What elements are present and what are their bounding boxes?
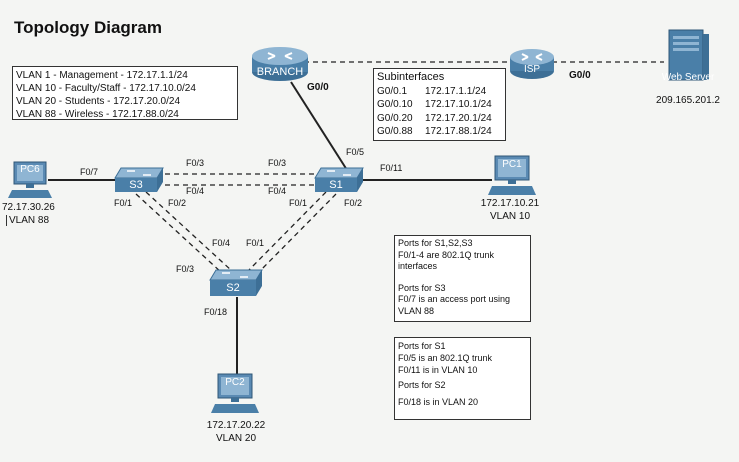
link-s3-s2-b xyxy=(145,191,233,272)
pc6-vlan: VLAN 88 xyxy=(6,215,49,226)
diagram-title: Topology Diagram xyxy=(14,18,162,37)
note-line: Ports for S1,S2,S3 xyxy=(398,238,473,248)
port-s2-f018: F0/18 xyxy=(204,307,228,317)
pc2-icon[interactable] xyxy=(210,372,260,418)
pc6-label: PC6 xyxy=(20,164,40,175)
switch-s3-icon[interactable] xyxy=(113,166,165,196)
link-s1-s2-b xyxy=(255,193,337,276)
note-line: F0/18 is in VLAN 20 xyxy=(398,397,479,407)
note-line: Ports for S3 xyxy=(398,282,446,293)
note-line: Ports for S2 xyxy=(398,380,446,390)
router-branch-icon[interactable] xyxy=(248,42,312,84)
vlan-row: VLAN 20 - Students - 172.17.20.0/24 xyxy=(16,96,180,107)
subinterface-row: G0/0.20 172.17.20.1/24 xyxy=(377,112,502,126)
link-s3-s2-a xyxy=(135,193,223,274)
subinterfaces-box: Subinterfaces G0/0.1 172.17.1.1/24 G0/0.… xyxy=(373,68,506,141)
port-s2-f01: F0/1 xyxy=(246,238,265,248)
s2-label: S2 xyxy=(226,282,240,294)
port-s1-f04: F0/4 xyxy=(268,186,287,196)
pc1-icon[interactable] xyxy=(487,154,537,200)
switch-s2-icon[interactable] xyxy=(208,268,264,300)
port-s3-f02: F0/2 xyxy=(168,198,187,208)
subinterface-ip: 172.17.20.1/24 xyxy=(425,112,492,124)
port-s3-f04: F0/4 xyxy=(186,186,205,196)
branch-label: BRANCH xyxy=(256,66,304,78)
port-branch-g00: G0/0 xyxy=(307,82,329,93)
port-s1-f02: F0/2 xyxy=(344,198,363,208)
web-server-icon[interactable] xyxy=(665,28,711,86)
isp-label: ISP xyxy=(523,64,541,75)
vlan-row: VLAN 1 - Management - 172.17.1.1/24 xyxy=(16,70,188,81)
subinterface-row: G0/0.10 172.17.10.1/24 xyxy=(377,98,502,112)
subinterface-name: G0/0.88 xyxy=(377,126,413,137)
access-notes-box: Ports for S1 F0/5 is an 802.1Q trunk F0/… xyxy=(394,337,531,420)
subinterface-name: G0/0.10 xyxy=(377,99,413,110)
router-isp-icon[interactable] xyxy=(507,44,557,82)
port-s1-f011: F0/11 xyxy=(380,163,403,173)
pc6-ip: 72.17.30.26 xyxy=(2,202,55,213)
s3-label: S3 xyxy=(129,179,143,191)
port-s2-f03: F0/3 xyxy=(176,264,195,274)
subinterface-row: G0/0.88 172.17.88.1/24 xyxy=(377,125,502,139)
s1-label: S1 xyxy=(329,179,343,191)
pc2-ip: 172.17.20.22 xyxy=(206,420,266,431)
port-s1-f03: F0/3 xyxy=(268,158,287,168)
switch-s1-icon[interactable] xyxy=(313,166,365,196)
port-s3-f03: F0/3 xyxy=(186,158,205,168)
port-s2-f04: F0/4 xyxy=(212,238,231,248)
pc2-vlan: VLAN 20 xyxy=(215,433,257,444)
port-s1-f01: F0/1 xyxy=(289,198,308,208)
vlan-legend-box: VLAN 1 - Management - 172.17.1.1/24 VLAN… xyxy=(12,66,238,120)
note-line: F0/1-4 are 802.1Q trunk xyxy=(398,249,495,260)
note-spacer xyxy=(398,273,527,283)
note-line: Ports for S1 xyxy=(398,341,446,351)
pc2-label: PC2 xyxy=(225,377,245,388)
note-line: F0/11 is in VLAN 10 xyxy=(398,365,478,375)
subinterface-ip: 172.17.88.1/24 xyxy=(425,126,492,137)
note-line: VLAN 88 xyxy=(398,305,435,316)
pc6-icon[interactable] xyxy=(8,160,52,202)
vlan-row: VLAN 10 - Faculty/Staff - 172.17.10.0/24 xyxy=(16,83,196,94)
subinterfaces-header: Subinterfaces xyxy=(377,71,445,83)
note-line: F0/5 is an 802.1Q trunk xyxy=(398,353,493,363)
note-line: interfaces xyxy=(398,261,438,271)
port-isp-g00: G0/0 xyxy=(569,70,591,81)
subinterface-ip: 172.17.10.1/24 xyxy=(425,99,492,110)
subinterface-name: G0/0.1 xyxy=(377,85,408,97)
web-server-label: Web Server xyxy=(661,72,715,83)
web-server-ip: 209.165.201.2 xyxy=(656,95,720,106)
port-s3-f07: F0/7 xyxy=(80,167,99,177)
vlan-row: VLAN 88 - Wireless - 172.17.88.0/24 xyxy=(16,109,179,120)
pc1-label: PC1 xyxy=(502,159,522,170)
link-s1-s2-a xyxy=(245,191,327,274)
port-s1-f05: F0/5 xyxy=(346,147,365,157)
pc1-ip: 172.17.10.21 xyxy=(480,198,540,209)
subinterface-name: G0/0.20 xyxy=(377,112,413,124)
note-line: F0/7 is an access port using xyxy=(398,294,511,304)
subinterface-ip: 172.17.1.1/24 xyxy=(425,85,487,97)
subinterface-row: G0/0.1 172.17.1.1/24 xyxy=(377,85,502,99)
port-s3-f01: F0/1 xyxy=(114,198,133,208)
pc1-vlan: VLAN 10 xyxy=(489,211,531,222)
link-branch-s1 xyxy=(290,81,348,171)
trunk-notes-box: Ports for S1,S2,S3 F0/1-4 are 802.1Q tru… xyxy=(394,235,531,322)
